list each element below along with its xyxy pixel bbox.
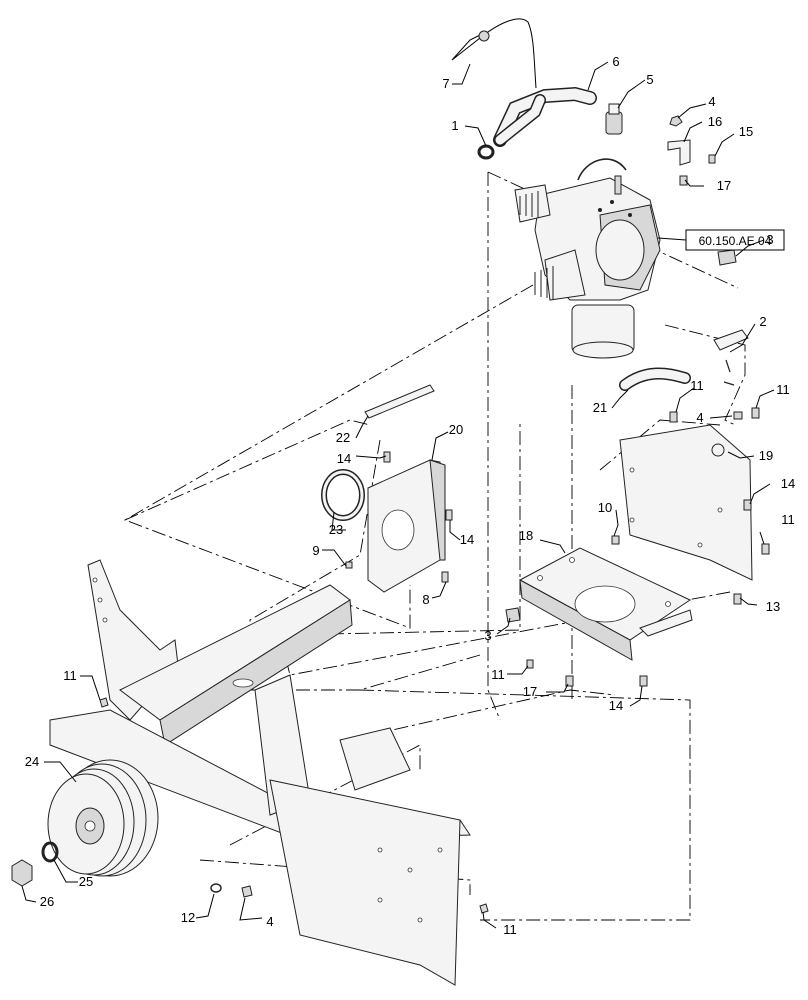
callout-26: 26 (40, 894, 54, 909)
callout-4: 4 (696, 410, 703, 425)
callout-3: 3 (766, 232, 773, 247)
sheave-24 (47, 759, 159, 877)
callout-16: 16 (708, 114, 722, 129)
callout-10: 10 (598, 500, 612, 515)
callout-numbers: 1 2 3 3 4 4 4 5 6 7 8 9 10 11 11 11 11 1… (25, 54, 795, 937)
callout-2: 2 (759, 314, 766, 329)
callout-11: 11 (503, 922, 517, 937)
callout-18: 18 (519, 528, 533, 543)
callout-13: 13 (766, 599, 780, 614)
callout-7: 7 (442, 76, 449, 91)
shield-plate-19 (619, 424, 753, 581)
reference-box[interactable]: 60.150.AE 04 (657, 229, 785, 251)
callout-11: 11 (776, 382, 790, 397)
callout-leaders (21, 61, 775, 929)
hose-21 (619, 367, 691, 391)
callout-11: 11 (63, 668, 77, 683)
callout-21: 21 (593, 400, 607, 415)
callout-14: 14 (460, 532, 474, 547)
nut-26 (11, 859, 33, 887)
callout-9: 9 (312, 543, 319, 558)
callout-25: 25 (79, 874, 93, 889)
bracket-16 (667, 139, 691, 166)
callout-5: 5 (646, 72, 653, 87)
callout-17: 17 (523, 684, 537, 699)
callout-11: 11 (491, 667, 505, 682)
callout-24: 24 (25, 754, 39, 769)
rod-22 (364, 384, 435, 419)
callout-14: 14 (609, 698, 623, 713)
callout-19: 19 (759, 448, 773, 463)
callout-11: 11 (690, 378, 704, 393)
callout-4: 4 (708, 94, 715, 109)
callout-14: 14 (781, 476, 795, 491)
callout-14: 14 (337, 451, 351, 466)
mounting-plate-18 (518, 547, 693, 661)
o-ring-1 (477, 144, 495, 160)
callout-1: 1 (451, 118, 458, 133)
callout-15: 15 (739, 124, 753, 139)
washer-25 (41, 841, 59, 863)
callout-11: 11 (781, 512, 795, 527)
callout-22: 22 (336, 430, 350, 445)
callout-4: 4 (266, 914, 273, 929)
callout-23: 23 (329, 522, 343, 537)
callout-3: 3 (484, 628, 491, 643)
hydraulic-line-7 (451, 18, 537, 89)
callout-17: 17 (717, 178, 731, 193)
callout-8: 8 (422, 592, 429, 607)
callout-12: 12 (181, 910, 195, 925)
hose-6 (493, 86, 597, 147)
fitting-5 (605, 103, 623, 135)
gearbox-assembly (514, 158, 661, 359)
small-hardware (99, 407, 770, 914)
ring-23 (321, 469, 365, 521)
guard-plate-20 (367, 459, 446, 593)
hardware-upper-right (669, 115, 737, 266)
callout-6: 6 (612, 54, 619, 69)
clamp-2 (713, 329, 749, 386)
main-frame (49, 559, 471, 986)
callout-20: 20 (449, 422, 463, 437)
